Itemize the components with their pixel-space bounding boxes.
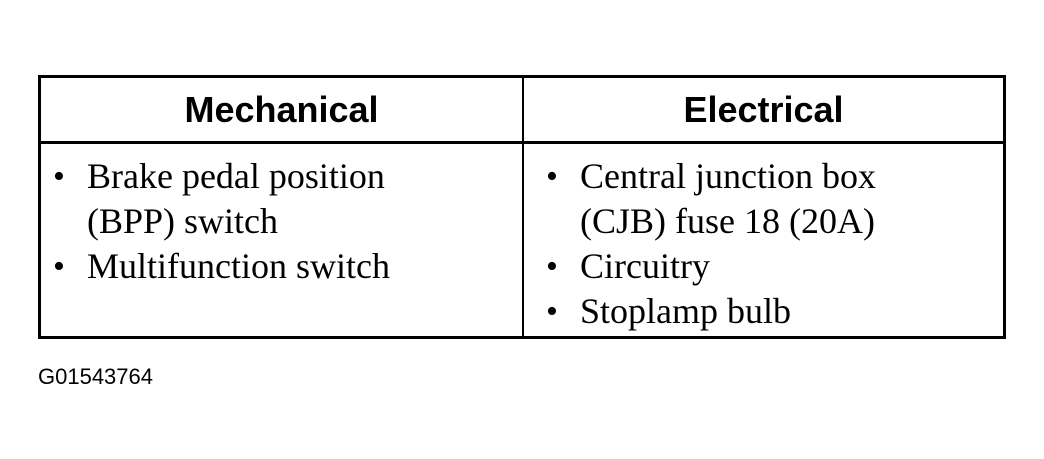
electrical-cause-list: • Central junction box (CJB) fuse 18 (20… <box>546 154 1003 334</box>
list-item: • Circuitry <box>546 244 1003 289</box>
mechanical-causes-cell: • Brake pedal position (BPP) switch • Mu… <box>41 144 524 336</box>
column-header-electrical: Electrical <box>524 78 1003 144</box>
cause-text: Stoplamp bulb <box>580 291 792 331</box>
bullet-icon: • <box>53 158 65 195</box>
cause-text: Multifunction switch <box>87 246 390 286</box>
list-item: • Multifunction switch <box>53 244 522 289</box>
cause-text: Circuitry <box>580 246 710 286</box>
mechanical-cause-list: • Brake pedal position (BPP) switch • Mu… <box>53 154 522 289</box>
bullet-icon: • <box>546 248 558 285</box>
cause-table: Mechanical Electrical • Brake pedal posi… <box>38 75 1006 339</box>
bullet-icon: • <box>546 293 558 330</box>
electrical-causes-cell: • Central junction box (CJB) fuse 18 (20… <box>524 144 1003 336</box>
figure-id-label: G01543764 <box>38 364 153 389</box>
cause-text: Central junction box (CJB) fuse 18 (20A) <box>580 156 876 241</box>
bullet-icon: • <box>53 248 65 285</box>
bullet-icon: • <box>546 158 558 195</box>
list-item: • Stoplamp bulb <box>546 289 1003 334</box>
column-header-mechanical: Mechanical <box>41 78 524 144</box>
cause-text: Brake pedal position (BPP) switch <box>87 156 385 241</box>
list-item: • Brake pedal position (BPP) switch <box>53 154 522 244</box>
list-item: • Central junction box (CJB) fuse 18 (20… <box>546 154 1003 244</box>
